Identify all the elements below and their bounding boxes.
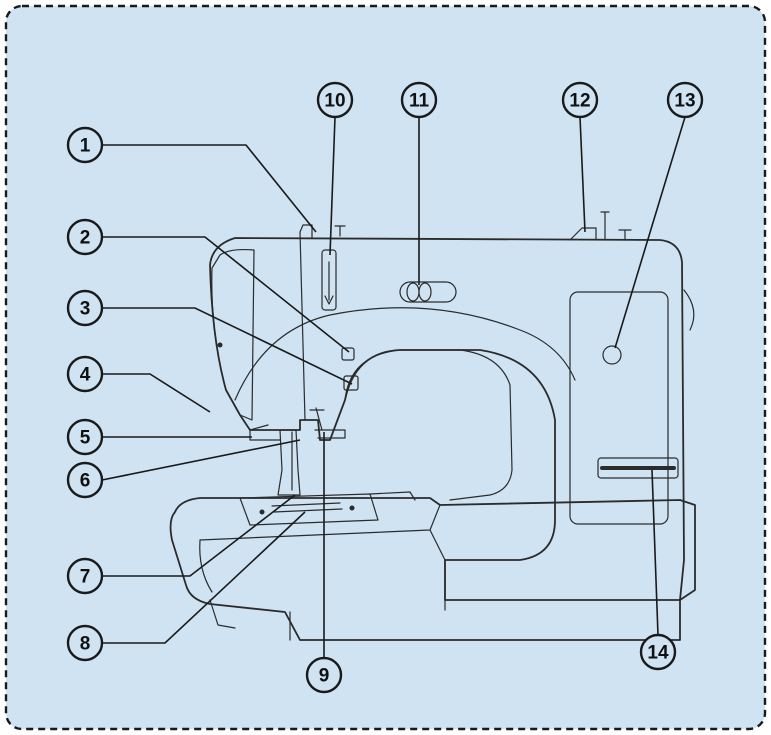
reverse-button-shape — [341, 347, 355, 361]
callout-1: 1 — [66, 126, 104, 164]
bed-foot-front — [209, 599, 236, 629]
top-pin-left — [334, 225, 346, 237]
callout-label: 7 — [80, 567, 91, 588]
callout-3: 3 — [66, 289, 104, 327]
callout-label: 5 — [80, 428, 91, 449]
callout-10: 10 — [316, 81, 354, 119]
callout-14: 14 — [639, 633, 677, 671]
needle-position-button-shape — [343, 375, 359, 391]
callout-label: 2 — [80, 228, 91, 249]
power-indicator-shape — [602, 345, 622, 365]
leader-3 — [102, 307, 353, 385]
presser-foot-bar — [277, 429, 301, 496]
needle-threader-shape — [309, 407, 325, 431]
leader-2 — [102, 236, 350, 353]
stitch-dial-knob-b — [418, 282, 432, 302]
throat-area — [344, 349, 513, 501]
sewing-machine-illustration — [169, 211, 696, 641]
leader-7 — [102, 494, 296, 577]
machine-bed — [169, 497, 696, 641]
needle-plate — [239, 493, 379, 526]
callout-7: 7 — [66, 557, 104, 595]
side-panel — [569, 291, 669, 525]
callout-label: 6 — [80, 471, 91, 492]
needle-plate-guides — [271, 502, 343, 513]
leader-12 — [579, 116, 586, 233]
bobbin-cover — [369, 491, 416, 501]
speed-slider-groove — [600, 466, 676, 470]
callout-label: 8 — [80, 634, 91, 655]
callout-2: 2 — [66, 218, 104, 256]
callout-label: 14 — [647, 643, 669, 664]
callout-label: 10 — [324, 91, 345, 112]
take-up-arrow — [324, 261, 334, 305]
leader-8 — [102, 511, 306, 644]
callout-12: 12 — [561, 81, 599, 119]
callout-label: 4 — [80, 365, 91, 386]
leader-13 — [614, 116, 686, 349]
needle-plate-screw-right — [349, 505, 355, 511]
head-front-plate — [211, 248, 255, 421]
presser-foot-lever — [249, 424, 281, 441]
buttonhole-lever — [314, 429, 346, 439]
callout-13: 13 — [666, 81, 704, 119]
leader-1 — [102, 144, 317, 233]
speed-slider-track — [597, 457, 679, 479]
winder-stopper — [569, 227, 597, 241]
bobbin-winder-pin — [618, 229, 632, 241]
callouts: 1 2 3 4 5 6 7 8 — [66, 81, 704, 694]
callout-label: 1 — [80, 136, 91, 157]
callout-6: 6 — [66, 461, 104, 499]
leader-6 — [101, 439, 301, 481]
callout-label: 13 — [674, 91, 695, 112]
leader-lines — [101, 116, 686, 658]
callout-label: 12 — [569, 91, 590, 112]
handwheel-edge — [683, 289, 695, 331]
callout-8: 8 — [66, 624, 104, 662]
stitch-selector-housing — [399, 281, 457, 303]
callout-label: 11 — [409, 91, 430, 112]
leader-4 — [102, 373, 211, 413]
spool-pin — [600, 211, 610, 241]
callout-4: 4 — [66, 355, 104, 393]
leader-14 — [651, 469, 659, 636]
callout-label: 9 — [319, 666, 330, 687]
bed-front-curve — [199, 539, 213, 593]
dashed-frame — [4, 4, 767, 731]
face-plate-screw — [217, 342, 223, 348]
needle-plate-screw-left — [259, 509, 265, 515]
callout-label: 3 — [80, 299, 91, 320]
take-up-lever-slot — [321, 249, 337, 311]
leader-10 — [329, 116, 336, 256]
callout-5: 5 — [66, 418, 104, 456]
thread-guide-line — [299, 231, 306, 421]
thread-guide-top — [299, 224, 313, 239]
callout-11: 11 — [400, 81, 438, 119]
callout-9: 9 — [305, 656, 343, 694]
